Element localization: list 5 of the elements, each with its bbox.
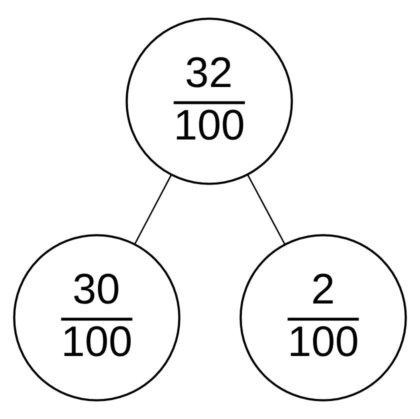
node-circle: 2 100 bbox=[240, 234, 407, 402]
connector bbox=[134, 174, 172, 244]
node-circle: 32 100 bbox=[126, 18, 293, 185]
node-circle: 30 100 bbox=[13, 234, 180, 402]
connector bbox=[247, 174, 286, 245]
